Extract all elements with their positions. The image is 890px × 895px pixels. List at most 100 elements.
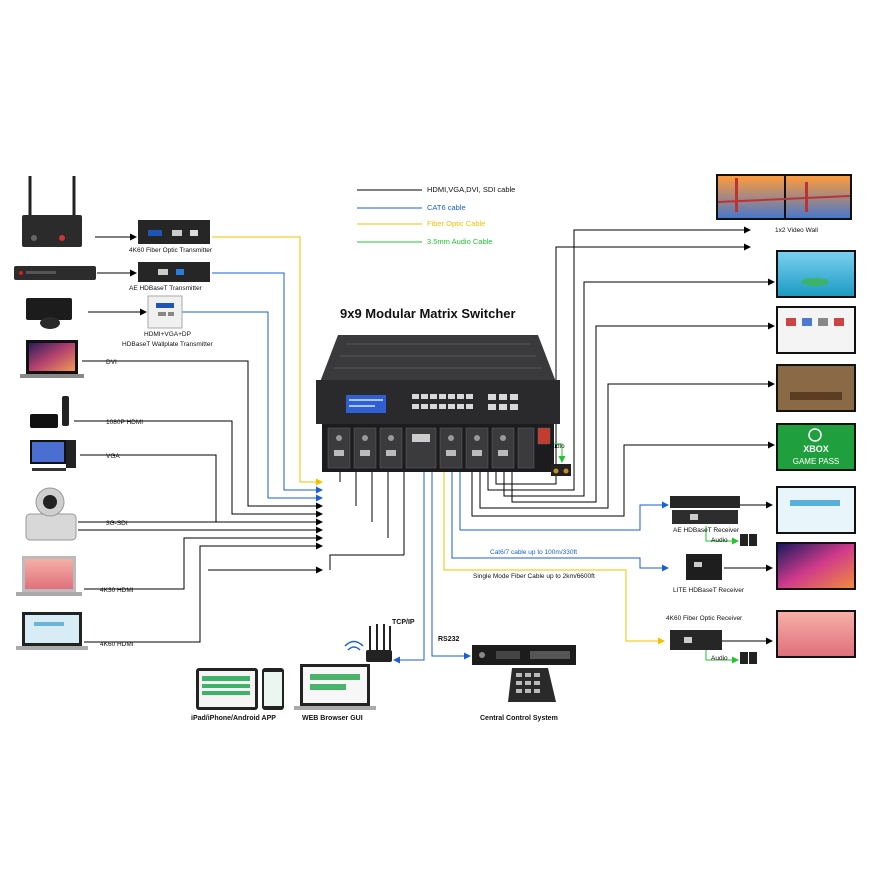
hdmi-port — [386, 450, 396, 456]
fiber-transmitter-device — [138, 220, 210, 244]
speaker-icon — [740, 534, 748, 546]
speaker-cone — [563, 468, 569, 474]
screen-banner — [34, 622, 64, 626]
ae-tx-body — [138, 262, 210, 282]
video-wall-display — [716, 174, 852, 220]
tv-screen — [778, 252, 854, 296]
tv-web-display — [776, 486, 856, 534]
audio-label-ae: Audio — [711, 537, 728, 544]
key-button — [457, 394, 464, 399]
rs232-label: RS232 — [438, 636, 460, 643]
tv-xbox-display: XBOX GAME PASS — [776, 423, 856, 471]
key-button — [439, 394, 446, 399]
cable-cat6-ae-input — [212, 272, 323, 494]
ae-receiver-label: AE HDBaseT Receiver — [673, 527, 740, 534]
lite-rx-body — [686, 554, 722, 580]
slide-tile — [818, 318, 828, 326]
speaker-cone — [553, 468, 559, 474]
hdmi-port — [334, 450, 344, 456]
sdi-label: 3G-SDI — [106, 520, 128, 527]
wifi-router-icon — [344, 624, 392, 662]
control-unit — [472, 645, 576, 665]
cable-1080p-input — [74, 420, 323, 518]
bnc-port — [388, 435, 394, 441]
router-led — [59, 235, 65, 241]
lite-receiver-device — [686, 554, 722, 580]
wallplate-label: HDBaseT Wallplate Transmitter — [122, 341, 214, 348]
legend-label-fiber: Fiber Optic Cable — [427, 219, 485, 228]
terminal-block — [530, 651, 570, 659]
sfp-port — [190, 230, 198, 236]
switcher-top — [320, 335, 556, 382]
meeting-table — [790, 392, 842, 400]
slide-tile — [834, 318, 844, 326]
speaker-icon — [749, 652, 757, 664]
video-wall-left-panel — [718, 176, 784, 218]
fiber-transmitter-label: 4K60 Fiber Optic Transmitter — [129, 247, 213, 254]
fiber-cable-label: Single Mode Fiber Cable up to 2km/6600ft — [473, 573, 595, 580]
dp-port — [168, 312, 174, 316]
tv-screen — [778, 612, 854, 656]
fiber-rx-body — [670, 630, 722, 650]
key-button — [412, 394, 419, 399]
xbox-console-icon — [26, 298, 72, 329]
gui-bar — [310, 674, 360, 680]
ae-rx-body — [672, 510, 738, 524]
fiber-receiver-label: 4K60 Fiber Optic Receiver — [666, 615, 743, 622]
keypad-key — [525, 681, 531, 685]
keypad-key — [525, 689, 531, 693]
island — [801, 278, 829, 286]
vga-port — [156, 303, 174, 308]
4k60-label: 4K60 HDMI — [100, 641, 134, 648]
wireless-router-icon — [22, 176, 82, 247]
hdmi-port — [360, 450, 370, 456]
fiber-receiver-device — [670, 630, 722, 650]
slide-tile — [786, 318, 796, 326]
switcher-lcd-display — [346, 395, 386, 413]
key-button — [499, 404, 507, 410]
tv-screen — [778, 425, 854, 469]
io-card — [353, 427, 377, 469]
gui-bar — [310, 684, 346, 690]
key-button — [421, 404, 428, 409]
keypad-key — [534, 689, 540, 693]
key-button — [466, 394, 473, 399]
cable-fiber-output — [443, 472, 665, 645]
phone-screen — [264, 672, 282, 706]
cable-output-5 — [471, 441, 775, 517]
speaker-icon — [740, 652, 748, 664]
tv-screen — [778, 308, 854, 352]
hdmi-port — [158, 312, 166, 316]
router-body — [366, 650, 392, 662]
keypad-key — [534, 681, 540, 685]
router-knob — [31, 235, 37, 241]
cable-audio-fiber — [705, 648, 739, 664]
io-card — [491, 427, 515, 469]
cable-cat6-lite-output — [451, 472, 669, 572]
wallplate-transmitter-device — [147, 295, 183, 329]
laptop-screen — [29, 343, 75, 371]
tv-sunset-display — [776, 610, 856, 658]
video-wall-label: 1x2 Video Wall — [775, 227, 819, 234]
apple-tv-box — [30, 414, 58, 428]
tcpip-label: TCP/IP — [392, 619, 415, 626]
tv-presentation-display — [776, 306, 856, 354]
bnc-port — [474, 435, 480, 441]
cable-4k60-input — [84, 542, 323, 643]
wifi-arc — [347, 646, 361, 651]
bnc-port — [448, 435, 454, 441]
keypad-key — [525, 673, 531, 677]
lcd-line — [349, 405, 375, 407]
ae-receiver-device — [670, 496, 740, 524]
cable-4k30-input — [84, 534, 323, 590]
key-button — [510, 394, 518, 400]
diagram-title: 9x9 Modular Matrix Switcher — [340, 306, 516, 321]
bnc-port — [500, 435, 506, 441]
hdmi-port — [690, 514, 698, 520]
hdmi-port — [172, 230, 182, 236]
cable-output-2 — [503, 278, 775, 497]
laptop-base — [294, 706, 376, 710]
app-label: iPad/iPhone/Android APP — [191, 715, 276, 722]
hdmi-port — [684, 637, 692, 643]
